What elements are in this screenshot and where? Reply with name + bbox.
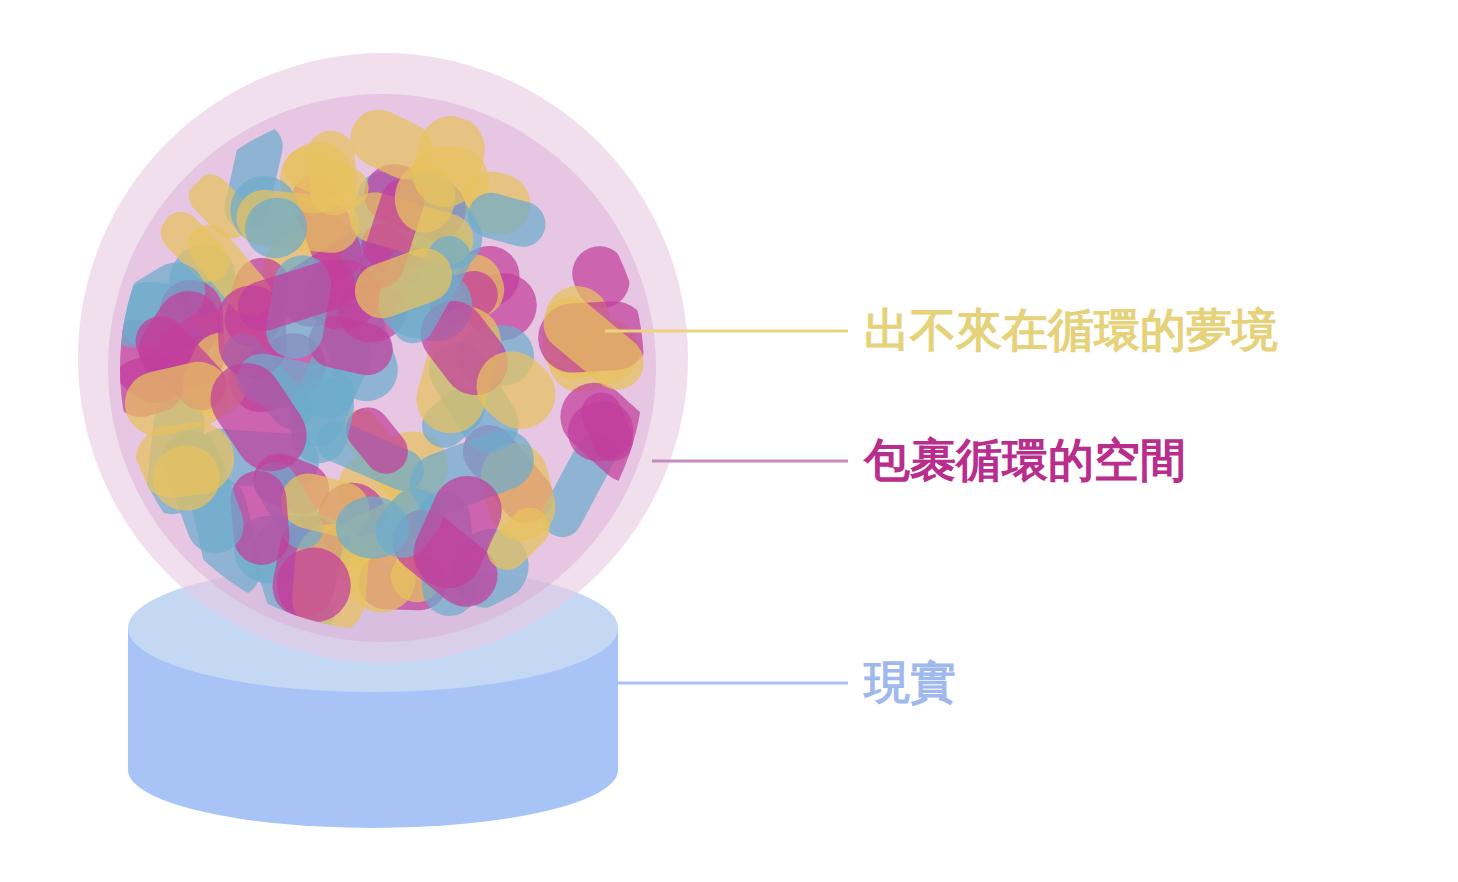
leader-line	[605, 330, 848, 333]
blob	[148, 441, 225, 516]
blob	[266, 536, 362, 633]
blob	[462, 337, 569, 443]
callout-label: 現實	[864, 655, 956, 710]
blob	[575, 386, 639, 467]
blob	[335, 495, 411, 560]
loop-blobs	[89, 100, 678, 651]
globe-outer	[78, 53, 688, 663]
callout-label: 包裹循環的空間	[864, 433, 1186, 488]
leader-line	[652, 460, 848, 463]
globe-inner	[108, 94, 656, 642]
blob	[231, 254, 361, 338]
callout-label: 出不來在循環的夢境	[864, 303, 1278, 358]
blob	[197, 349, 321, 485]
blob	[347, 240, 459, 325]
blob	[402, 465, 512, 599]
blob	[393, 162, 457, 235]
blob	[463, 188, 551, 252]
leader-line	[618, 682, 848, 685]
